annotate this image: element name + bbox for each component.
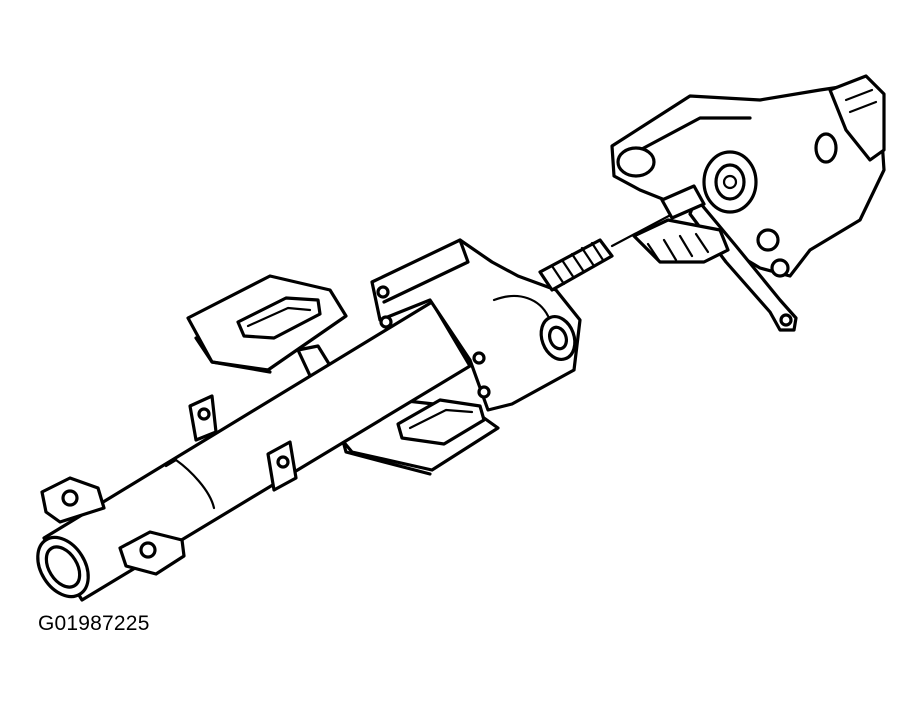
tube-tabs — [40, 394, 298, 576]
steering-shaft — [538, 208, 682, 292]
column-housing — [370, 238, 582, 412]
column-tube — [36, 300, 472, 602]
upper-mounting-bracket — [186, 274, 348, 382]
switch-arm — [632, 184, 798, 332]
ignition-lock-housing — [610, 74, 886, 278]
figure-id-label: G01987225 — [38, 612, 150, 635]
